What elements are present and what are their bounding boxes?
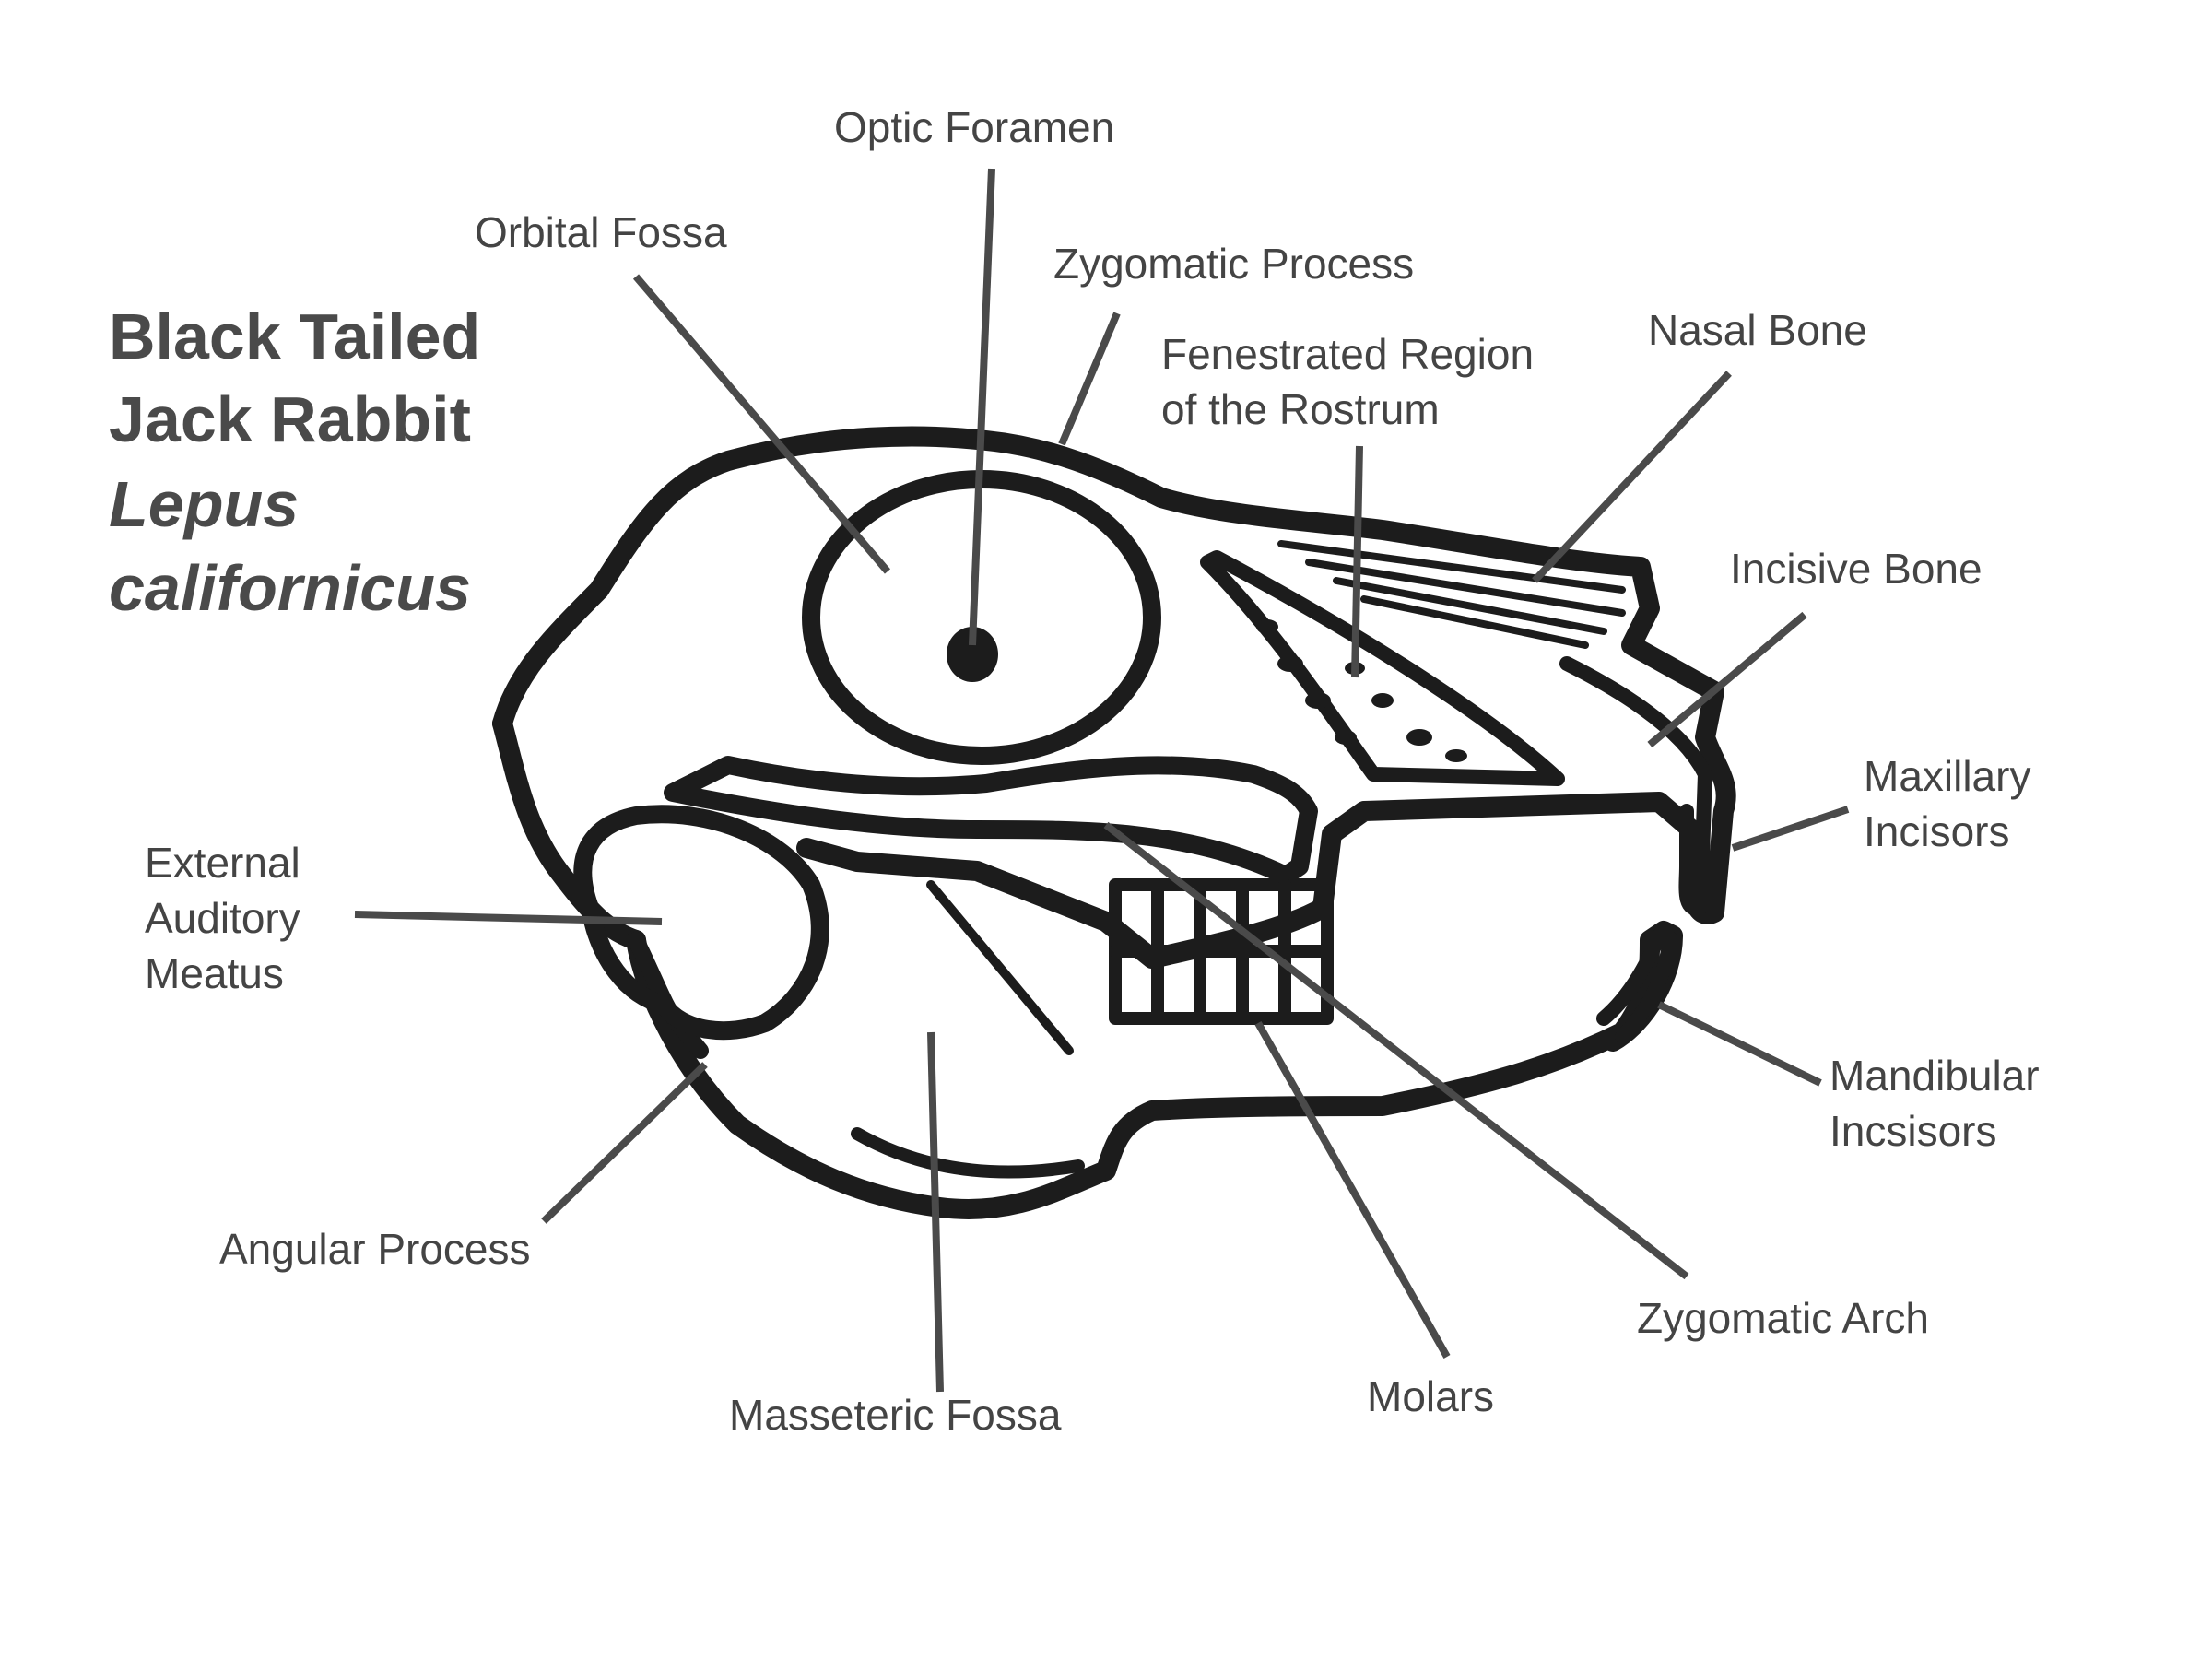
leader-angular-process xyxy=(541,1062,708,1224)
leader-fenestrated-region xyxy=(1351,445,1363,678)
title-common-name-line2: Jack Rabbit xyxy=(109,383,471,455)
title-scientific-name-line1: Lepus xyxy=(109,468,300,540)
label-fenestrated-region-line1: Fenestrated Region xyxy=(1161,330,1535,378)
leader-incisive-bone xyxy=(1647,611,1807,748)
label-masseteric-fossa: Masseteric Fossa xyxy=(729,1391,1062,1439)
mandible-outline xyxy=(626,921,1683,1219)
label-zygomatic-process: Zygomatic Process xyxy=(1053,240,1415,288)
label-external-auditory-meatus-line2: Auditory xyxy=(145,894,300,942)
zygomatic-arch-band xyxy=(664,756,1318,885)
mandibular-incisor xyxy=(1596,928,1677,1044)
auditory-bulla xyxy=(573,805,830,1041)
leader-lines xyxy=(354,168,1850,1393)
rabbit-skull xyxy=(492,426,1736,1219)
leader-molars xyxy=(1254,1021,1451,1359)
label-fenestrated-region-line2: of the Rostrum xyxy=(1161,385,1440,433)
leader-zygomatic-arch xyxy=(1103,821,1689,1280)
label-maxillary-incisors: Maxillary Incisors xyxy=(1864,748,2030,859)
label-molars: Molars xyxy=(1367,1372,1495,1420)
label-angular-process: Angular Process xyxy=(219,1225,531,1273)
orbit-outline xyxy=(802,470,1161,765)
leader-masseteric-fossa xyxy=(927,1031,944,1393)
label-fenestrated-region: Fenestrated Region of the Rostrum xyxy=(1161,326,1534,437)
label-optic-foramen: Optic Foramen xyxy=(834,103,1115,151)
leader-orbital-fossa xyxy=(632,274,891,574)
label-maxillary-incisors-line1: Maxillary xyxy=(1864,752,2031,800)
label-mandibular-incisors-line1: Mandibular xyxy=(1830,1052,2040,1100)
label-external-auditory-meatus: External Auditory Meatus xyxy=(145,835,300,1001)
label-external-auditory-meatus-line3: Meatus xyxy=(145,949,284,997)
label-external-auditory-meatus-line1: External xyxy=(145,839,300,887)
leader-maxillary-incisors xyxy=(1731,806,1850,852)
label-mandibular-incisors-line2: Incsisors xyxy=(1830,1107,1997,1155)
leader-external-auditory-meatus xyxy=(354,911,663,925)
title-common-name-line1: Black Tailed xyxy=(109,300,481,372)
masseteric-fossa-ridge xyxy=(851,1127,1085,1179)
masseteric-fossa-ridge-2 xyxy=(926,880,1074,1055)
occipital-outline xyxy=(492,713,646,950)
label-mandibular-incisors: Mandibular Incsisors xyxy=(1830,1048,2040,1159)
optic-foramen-hole xyxy=(947,627,998,682)
label-orbital-fossa: Orbital Fossa xyxy=(475,208,727,256)
molars-grid xyxy=(1109,878,1334,1025)
rostrum-fenestra xyxy=(1200,550,1565,786)
maxillary-incisor xyxy=(1559,656,1712,916)
leader-optic-foramen xyxy=(969,168,995,646)
label-nasal-bone: Nasal Bone xyxy=(1648,306,1867,354)
leader-mandibular-incisors xyxy=(1657,1001,1822,1087)
label-incisive-bone: Incisive Bone xyxy=(1730,545,1983,593)
fenestra-holes xyxy=(1256,619,1467,762)
label-maxillary-incisors-line2: Incisors xyxy=(1864,807,2010,855)
nasal-bone-striations xyxy=(1277,540,1626,649)
title-scientific-name-line2: californicus xyxy=(109,552,471,624)
leader-nasal-bone xyxy=(1532,371,1732,583)
label-zygomatic-arch: Zygomatic Arch xyxy=(1637,1294,1929,1342)
leader-zygomatic-process xyxy=(1058,312,1121,446)
